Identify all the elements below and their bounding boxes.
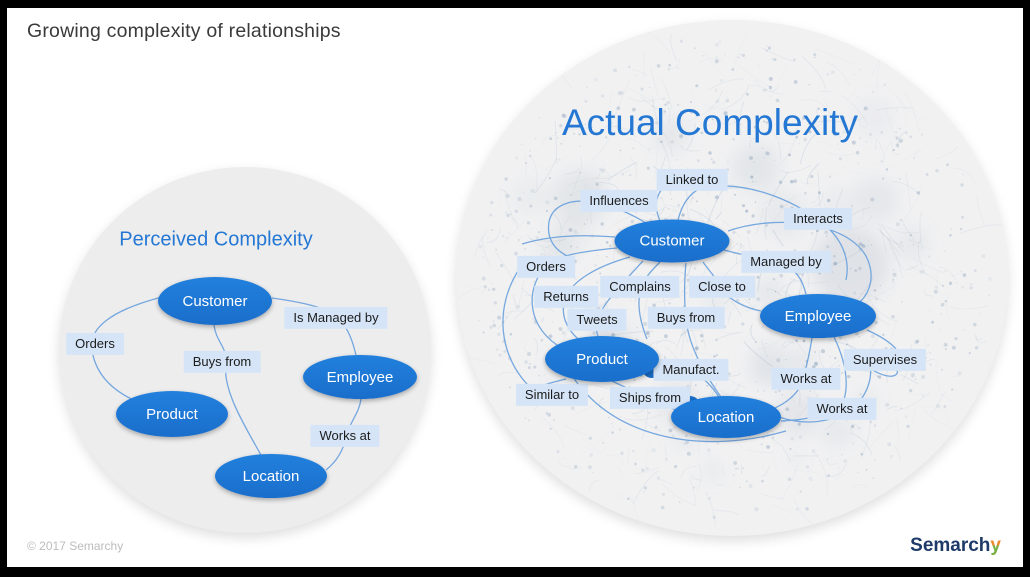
frame-border-top (0, 0, 1030, 8)
actual-entity-node-customer: Customer (614, 219, 730, 263)
actual-edge-label-tweets: Tweets (567, 308, 627, 332)
actual-complexity-title: Actual Complexity (561, 102, 859, 143)
perceived-entity-node-product: Product (116, 391, 228, 437)
perceived-entity-node-customer: Customer (158, 277, 272, 325)
actual-edge-label-linked-to: Linked to (656, 168, 728, 192)
actual-entity-node-employee: Employee (760, 294, 876, 338)
perceived-edge-label-buys-from: Buys from (183, 350, 261, 374)
actual-edge-label-interacts: Interacts (784, 207, 852, 231)
actual-edge-label-manufact: Manufact. (653, 358, 729, 382)
perceived-entity-node-location: Location (215, 454, 327, 498)
actual-edge-label-complains: Complains (600, 275, 680, 299)
actual-edge-label-influences: Influences (580, 189, 658, 213)
actual-edge-label-works-at: Works at (807, 397, 877, 421)
frame-border-left (0, 0, 7, 577)
actual-entity-node-product: Product (545, 336, 659, 382)
actual-edge-label-buys-from: Buys from (647, 306, 725, 330)
actual-entity-node-location: Location (671, 396, 781, 438)
actual-edge-label-returns: Returns (534, 285, 598, 309)
perceived-entity-node-employee: Employee (303, 355, 417, 399)
actual-edge-label-works-at: Works at (771, 367, 841, 391)
slide-title: Growing complexity of relationships (27, 20, 341, 42)
perceived-edge-label-orders: Orders (66, 332, 124, 356)
actual-edge-label-managed-by: Managed by (741, 250, 831, 274)
semarchy-logo-text: Semarch (910, 535, 991, 556)
perceived-edge-label-works-at: Works at (310, 424, 380, 448)
actual-edge-label-supervises: Supervises (843, 348, 927, 372)
copyright-text: © 2017 Semarchy (27, 539, 124, 553)
actual-edge-label-close-to: Close to (689, 275, 755, 299)
frame-border-right (1023, 0, 1030, 577)
perceived-edge-label-is-managed-by: Is Managed by (284, 306, 388, 330)
perceived-complexity-title: Perceived Complexity (119, 228, 313, 251)
semarchy-logo: Semarchy (910, 535, 1001, 557)
actual-edge-label-orders: Orders (517, 255, 575, 279)
actual-edge-label-similar-to: Similar to (515, 383, 589, 407)
frame-border-bottom (0, 567, 1030, 577)
semarchy-logo-y: y (990, 535, 1001, 556)
